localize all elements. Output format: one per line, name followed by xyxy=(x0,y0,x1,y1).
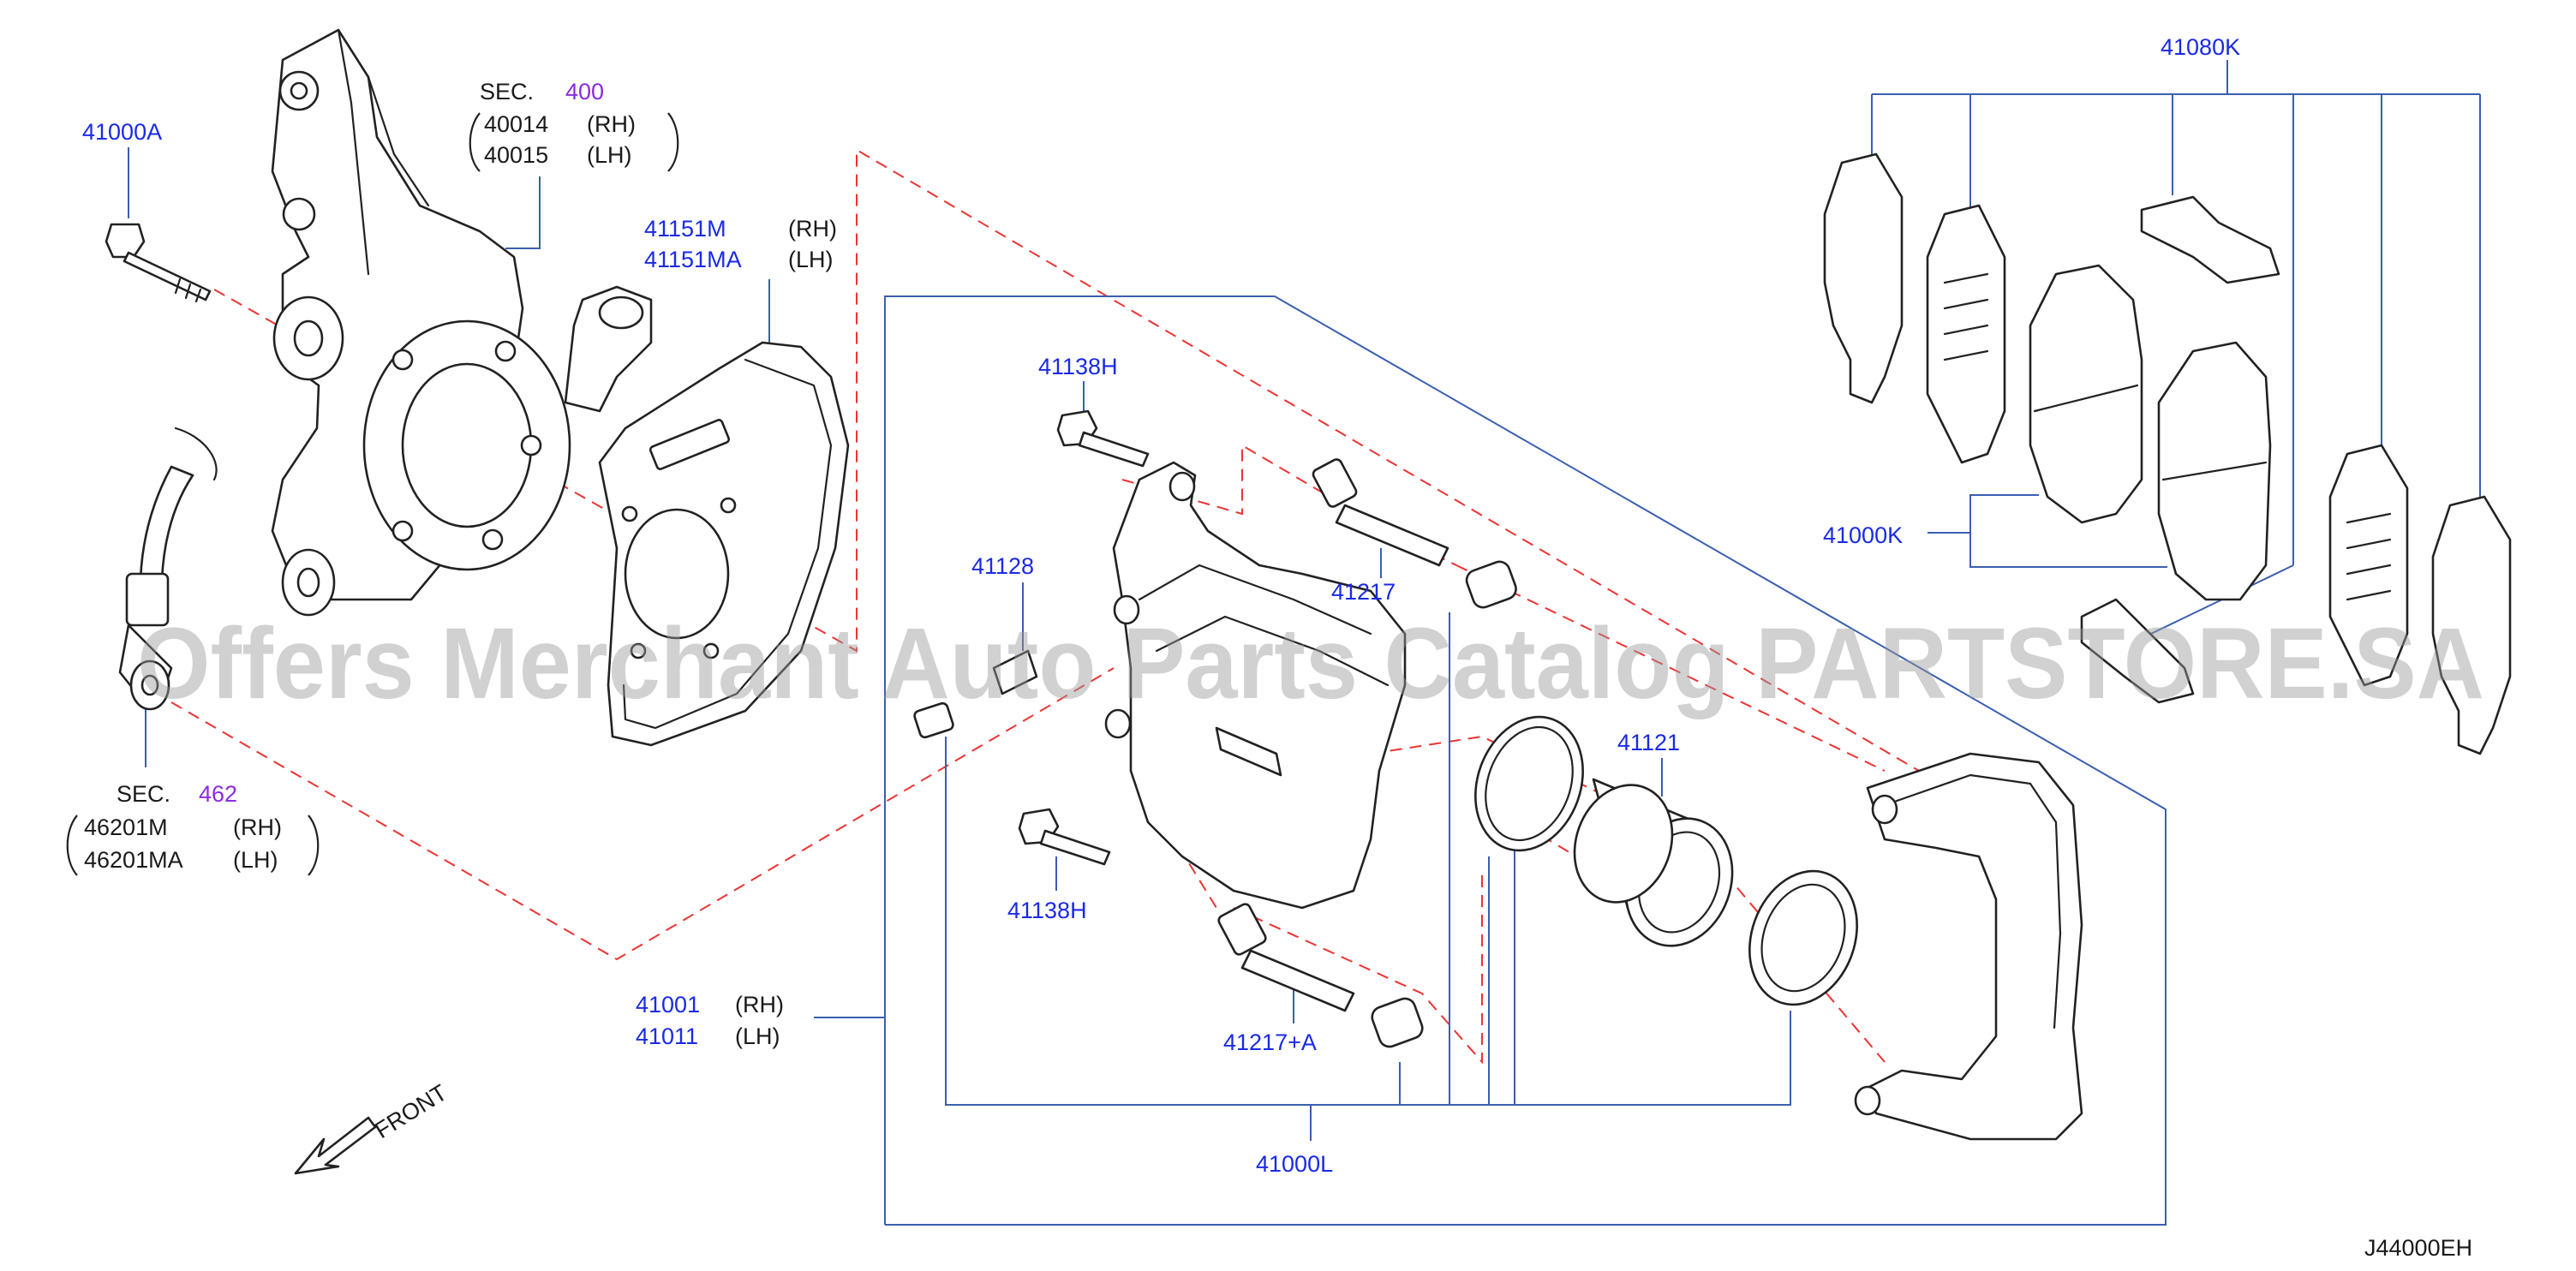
sec400-rh-part: 40014 xyxy=(484,111,548,137)
pad-shim-inner-left xyxy=(1926,204,2006,464)
steering-knuckle xyxy=(271,28,653,617)
watermark: Offers Merchant Auto Parts Catalog PARTS… xyxy=(137,607,2484,720)
part-41217a[interactable]: 41217+A xyxy=(1223,1029,1317,1055)
bolt-41138h-bottom xyxy=(1018,808,1111,866)
slide-pin-41217 xyxy=(1312,458,1449,567)
part-41001-side: (RH) xyxy=(735,992,784,1017)
caliper-body xyxy=(1104,461,1407,910)
sec462-rh-side: (RH) xyxy=(233,815,282,840)
brake-pad-left xyxy=(2029,264,2143,524)
slide-pin-41217a xyxy=(1217,903,1355,1012)
bolt-41000a xyxy=(105,223,212,303)
sec462-number[interactable]: 462 xyxy=(199,781,237,807)
sec462-label: SEC. xyxy=(117,781,170,807)
part-41217[interactable]: 41217 xyxy=(1331,579,1396,605)
part-41001[interactable]: 41001 xyxy=(636,992,700,1017)
part-41151ma-side: (LH) xyxy=(788,247,834,272)
pad-shim-outer-left xyxy=(1823,152,1904,404)
sec400-number[interactable]: 400 xyxy=(565,79,604,104)
part-41128[interactable]: 41128 xyxy=(971,553,1034,579)
bleeder-screw xyxy=(913,649,1038,739)
part-41080k[interactable]: 41080K xyxy=(2161,34,2240,60)
pin-boot-upper xyxy=(1465,560,1517,609)
part-41151m[interactable]: 41151M xyxy=(644,216,726,242)
part-41011[interactable]: 41011 xyxy=(636,1023,698,1049)
sec462-rh-part: 46201M xyxy=(84,815,168,840)
leader-lines xyxy=(128,60,2481,1226)
baffle-plate xyxy=(598,341,850,747)
part-41138h-bottom[interactable]: 41138H xyxy=(1007,898,1087,923)
piston-seal xyxy=(1474,715,1584,852)
part-41000a[interactable]: 41000A xyxy=(82,119,162,145)
part-labels: SEC. 400 40014 (RH) 40015 (LH) 41000A 41… xyxy=(82,34,2472,1261)
sec400-lh-part: 40015 xyxy=(484,142,548,168)
sec462-lh-side: (LH) xyxy=(233,847,278,873)
pad-shim-outer-right xyxy=(2431,495,2512,755)
part-41138h-top[interactable]: 41138H xyxy=(1038,354,1118,379)
part-41151m-side: (RH) xyxy=(788,216,837,242)
part-41151ma[interactable]: 41151MA xyxy=(644,247,742,272)
front-arrow-icon xyxy=(294,1116,377,1175)
section-brackets xyxy=(66,112,679,876)
brake-pad-right xyxy=(2157,341,2272,601)
diagram-code: J44000EH xyxy=(2364,1235,2472,1261)
pad-shim-inner-right xyxy=(2328,444,2409,687)
sec400-rh-side: (RH) xyxy=(587,111,636,137)
part-41121[interactable]: 41121 xyxy=(1617,730,1680,755)
brake-hose xyxy=(118,427,218,711)
part-41000k[interactable]: 41000K xyxy=(1823,522,1903,548)
bolt-41138h-top xyxy=(1056,409,1150,468)
caliper-bracket xyxy=(1854,752,2083,1141)
pin-boot-lower xyxy=(1371,997,1424,1048)
pad-clip-upper xyxy=(2140,195,2280,284)
part-41000l[interactable]: 41000L xyxy=(1256,1151,1333,1177)
sec462-lh-part: 46201MA xyxy=(84,847,183,873)
front-label: FRONT xyxy=(370,1079,451,1143)
part-41011-side: (LH) xyxy=(735,1023,780,1049)
sec400-label: SEC. xyxy=(480,79,534,104)
piston-boot xyxy=(1748,869,1858,1006)
pad-clip-lower xyxy=(2080,598,2195,704)
sec400-lh-side: (LH) xyxy=(587,142,632,168)
piston xyxy=(1573,778,1734,947)
